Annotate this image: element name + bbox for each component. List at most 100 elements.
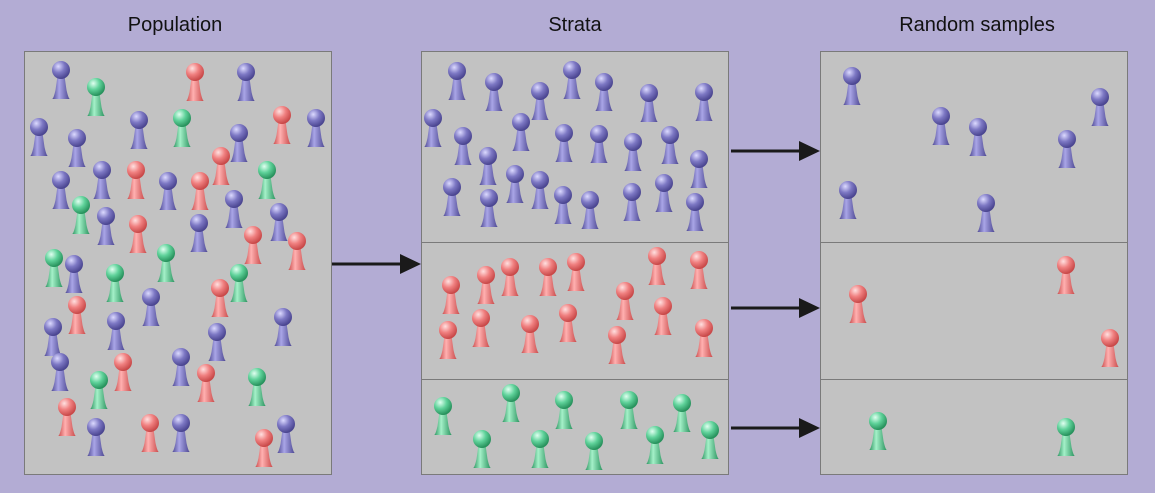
blue-person-pawn-icon — [230, 124, 248, 162]
blue-person-pawn-icon — [87, 418, 105, 456]
blue-person-pawn-icon — [1058, 130, 1076, 168]
random-samples-heading: Random samples — [899, 14, 1055, 36]
green-person-pawn-icon — [673, 394, 691, 432]
green-person-pawn-icon — [701, 421, 719, 459]
red-person-pawn-icon — [608, 326, 626, 364]
blue-person-pawn-icon — [839, 181, 857, 219]
green-person-pawn-icon — [555, 391, 573, 429]
red-person-pawn-icon — [501, 258, 519, 296]
blue-person-pawn-icon — [172, 348, 190, 386]
blue-person-pawn-icon — [142, 288, 160, 326]
red-person-pawn-icon — [567, 253, 585, 291]
green-person-pawn-icon — [248, 368, 266, 406]
red-person-pawn-icon — [442, 276, 460, 314]
green-person-pawn-icon — [90, 371, 108, 409]
blue-person-pawn-icon — [277, 415, 295, 453]
figures-layer — [30, 61, 1119, 470]
blue-person-pawn-icon — [506, 165, 524, 203]
right-arrow-icon — [731, 141, 820, 161]
green-person-pawn-icon — [258, 161, 276, 199]
blue-person-pawn-icon — [531, 171, 549, 209]
blue-person-pawn-icon — [448, 62, 466, 100]
red-person-pawn-icon — [255, 429, 273, 467]
red-person-pawn-icon — [616, 282, 634, 320]
population-figures — [30, 61, 325, 467]
red-person-pawn-icon — [288, 232, 306, 270]
blue-person-pawn-icon — [225, 190, 243, 228]
green-person-pawn-icon — [87, 78, 105, 116]
red-person-pawn-icon — [654, 297, 672, 335]
blue-person-pawn-icon — [307, 109, 325, 147]
red-person-pawn-icon — [690, 251, 708, 289]
blue-person-pawn-icon — [130, 111, 148, 149]
blue-person-pawn-icon — [68, 129, 86, 167]
blue-person-pawn-icon — [1091, 88, 1109, 126]
red-person-pawn-icon — [141, 414, 159, 452]
blue-person-pawn-icon — [190, 214, 208, 252]
green-person-pawn-icon — [72, 196, 90, 234]
red-person-pawn-icon — [197, 364, 215, 402]
blue-person-pawn-icon — [977, 194, 995, 232]
green-person-pawn-icon — [585, 432, 603, 470]
green-person-pawn-icon — [106, 264, 124, 302]
blue-person-pawn-icon — [172, 414, 190, 452]
blue-person-pawn-icon — [595, 73, 613, 111]
right-arrow-icon — [731, 298, 820, 318]
green-person-pawn-icon — [434, 397, 452, 435]
green-person-pawn-icon — [1057, 418, 1075, 456]
blue-person-pawn-icon — [30, 118, 48, 156]
blue-person-pawn-icon — [581, 191, 599, 229]
green-person-pawn-icon — [869, 412, 887, 450]
blue-person-pawn-icon — [690, 150, 708, 188]
blue-person-pawn-icon — [65, 255, 83, 293]
red-person-pawn-icon — [849, 285, 867, 323]
right-arrow-icon — [332, 254, 421, 274]
blue-person-pawn-icon — [270, 203, 288, 241]
red-person-pawn-icon — [439, 321, 457, 359]
red-person-pawn-icon — [648, 247, 666, 285]
red-person-pawn-icon — [68, 296, 86, 334]
blue-person-pawn-icon — [51, 353, 69, 391]
blue-person-pawn-icon — [661, 126, 679, 164]
red-person-pawn-icon — [58, 398, 76, 436]
green-person-pawn-icon — [531, 430, 549, 468]
blue-person-pawn-icon — [44, 318, 62, 356]
strata-figures — [424, 61, 719, 470]
red-person-pawn-icon — [273, 106, 291, 144]
red-person-pawn-icon — [477, 266, 495, 304]
blue-person-pawn-icon — [93, 161, 111, 199]
green-person-pawn-icon — [646, 426, 664, 464]
red-person-pawn-icon — [129, 215, 147, 253]
green-person-pawn-icon — [157, 244, 175, 282]
red-person-pawn-icon — [559, 304, 577, 342]
green-person-pawn-icon — [173, 109, 191, 147]
blue-person-pawn-icon — [208, 323, 226, 361]
blue-person-pawn-icon — [969, 118, 987, 156]
blue-person-pawn-icon — [159, 172, 177, 210]
blue-person-pawn-icon — [554, 186, 572, 224]
blue-person-pawn-icon — [563, 61, 581, 99]
blue-person-pawn-icon — [424, 109, 442, 147]
green-person-pawn-icon — [620, 391, 638, 429]
blue-person-pawn-icon — [623, 183, 641, 221]
blue-person-pawn-icon — [485, 73, 503, 111]
blue-person-pawn-icon — [52, 171, 70, 209]
red-person-pawn-icon — [472, 309, 490, 347]
red-person-pawn-icon — [191, 172, 209, 210]
blue-person-pawn-icon — [274, 308, 292, 346]
blue-person-pawn-icon — [695, 83, 713, 121]
red-person-pawn-icon — [244, 226, 262, 264]
blue-person-pawn-icon — [107, 312, 125, 350]
red-person-pawn-icon — [539, 258, 557, 296]
red-person-pawn-icon — [1101, 329, 1119, 367]
red-person-pawn-icon — [186, 63, 204, 101]
strata-heading: Strata — [548, 14, 602, 36]
blue-person-pawn-icon — [531, 82, 549, 120]
green-person-pawn-icon — [502, 384, 520, 422]
green-person-pawn-icon — [230, 264, 248, 302]
blue-person-pawn-icon — [843, 67, 861, 105]
green-person-pawn-icon — [473, 430, 491, 468]
blue-person-pawn-icon — [624, 133, 642, 171]
samples-panel — [820, 51, 1128, 475]
